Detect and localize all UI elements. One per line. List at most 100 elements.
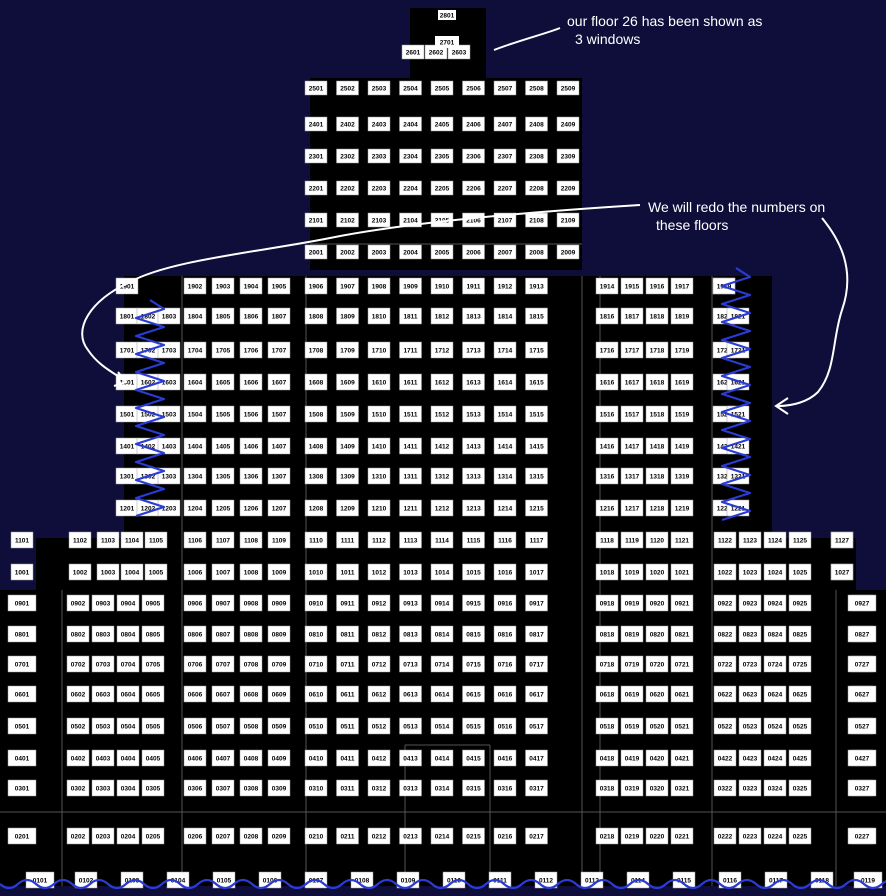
window-number: 0602 (71, 692, 86, 699)
window-number: 0723 (743, 662, 758, 669)
window-number: 0804 (121, 632, 136, 639)
window-number: 0708 (244, 662, 259, 669)
window-number: 0719 (625, 662, 640, 669)
window (399, 180, 422, 196)
window (493, 80, 517, 96)
window-number: 1005 (149, 570, 164, 577)
window-number: 1307 (272, 474, 287, 481)
window-number: 1818 (650, 314, 665, 321)
window-number: 0307 (216, 786, 231, 793)
window-number: 0919 (625, 601, 640, 608)
window-number: 0912 (372, 601, 387, 608)
window-number: 2302 (340, 154, 355, 161)
window (211, 277, 235, 295)
window-number: 1218 (650, 506, 665, 513)
window-number: 1409 (340, 444, 355, 451)
window (493, 531, 517, 549)
window (763, 827, 787, 845)
window-number: 0604 (121, 692, 136, 699)
window-number: 1611 (403, 380, 417, 387)
window-number: 1215 (529, 506, 544, 513)
window (763, 531, 787, 549)
window (462, 625, 485, 643)
window (120, 531, 144, 549)
window (525, 655, 548, 673)
window (96, 563, 120, 581)
window-number: 0811 (340, 632, 354, 639)
window (595, 341, 619, 359)
window-number: 2009 (561, 250, 576, 257)
window (91, 625, 115, 643)
window (493, 277, 517, 295)
window-number: 1520 (717, 412, 732, 419)
window (620, 625, 644, 643)
window-number: 0520 (650, 724, 665, 731)
window (430, 685, 454, 703)
window-number: 1506 (244, 412, 259, 419)
window-number: 1407 (272, 444, 287, 451)
window-number: 1321 (731, 474, 746, 481)
window (670, 499, 694, 517)
window-number: 0112 (539, 878, 553, 885)
window (830, 531, 854, 549)
window (336, 437, 359, 455)
window (267, 625, 291, 643)
window (304, 80, 328, 96)
window (670, 307, 694, 325)
window-number: 0920 (650, 601, 665, 608)
window-number: 2304 (403, 154, 418, 161)
window-number: 0609 (272, 692, 287, 699)
window (399, 467, 422, 485)
window (763, 685, 787, 703)
window (367, 827, 391, 845)
window-number: 1619 (675, 380, 690, 387)
window-number: 1515 (529, 412, 544, 419)
window-number: 0213 (403, 834, 418, 841)
window-number: 1002 (73, 570, 88, 577)
window (183, 594, 207, 612)
window-number: 0205 (146, 834, 161, 841)
window-number: 1618 (650, 380, 665, 387)
window-number: 1720 (717, 348, 732, 355)
window-number: 0514 (435, 724, 450, 731)
window-number: 0623 (743, 692, 758, 699)
window (183, 749, 207, 767)
window (116, 827, 140, 845)
window-number: 0923 (743, 601, 758, 608)
window (183, 717, 207, 735)
window (763, 717, 787, 735)
window-number: 1421 (731, 444, 746, 451)
window (367, 341, 391, 359)
window-number: 1120 (650, 538, 664, 545)
window-number: 0217 (529, 834, 544, 841)
window-number: 1907 (340, 284, 355, 291)
window-number: 1514 (498, 412, 513, 419)
window (399, 779, 422, 797)
window (96, 531, 120, 549)
window (788, 655, 812, 673)
window (430, 499, 454, 517)
window-number: 1105 (149, 538, 163, 545)
window-number: 1808 (309, 314, 324, 321)
window-number: 0416 (498, 756, 513, 763)
window-number: 1816 (600, 314, 615, 321)
window-number: 0109 (401, 878, 416, 885)
window-number: 0207 (216, 834, 231, 841)
window (430, 625, 454, 643)
window-number: 1003 (101, 570, 116, 577)
window (430, 827, 454, 845)
window-number: 0113 (585, 878, 599, 885)
window-number: 2405 (435, 122, 450, 129)
window-number: 0210 (309, 834, 324, 841)
window-number: 1009 (272, 570, 287, 577)
window-number: 1703 (162, 348, 177, 355)
window-number: 0215 (466, 834, 481, 841)
window (399, 655, 422, 673)
window-number: 0227 (855, 834, 870, 841)
window-number: 0718 (600, 662, 615, 669)
window-number: 1602 (141, 380, 156, 387)
window (462, 594, 485, 612)
window-number: 2003 (372, 250, 387, 257)
window-number: 0102 (79, 878, 94, 885)
window (66, 827, 90, 845)
